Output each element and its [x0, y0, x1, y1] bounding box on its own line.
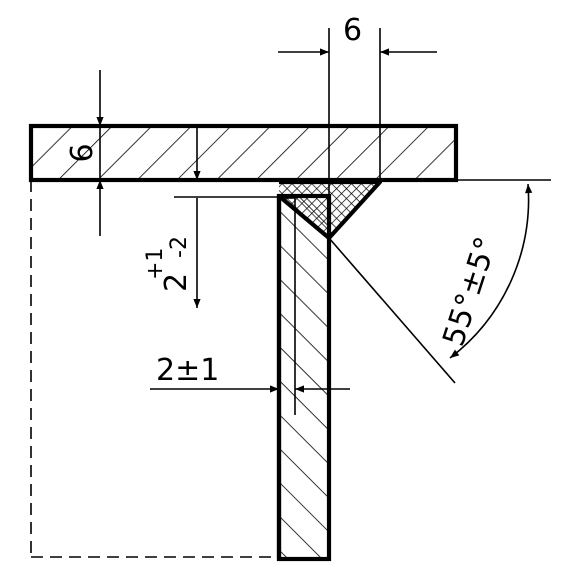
gap-lower-label: -2: [167, 236, 192, 258]
vertical-plate: [276, 193, 332, 562]
dim-root-gap: 2±1: [150, 353, 350, 393]
phantom-outline: [30, 180, 279, 558]
plate-thickness-label: 6: [65, 143, 100, 162]
dim-gap: 2 +1 -2: [143, 126, 279, 308]
dim-weld-leg: 6: [278, 13, 437, 236]
bevel-angle-label: 55°±5°: [436, 233, 504, 351]
gap-main-label: 2: [159, 273, 194, 292]
dim-bevel-angle: 55°±5°: [328, 179, 551, 384]
weld-leg-label: 6: [343, 13, 362, 48]
root-gap-label: 2±1: [156, 353, 219, 388]
top-plate: [28, 123, 459, 183]
dim-plate-thickness: 6: [65, 70, 104, 236]
gap-upper-label: +1: [143, 248, 168, 280]
